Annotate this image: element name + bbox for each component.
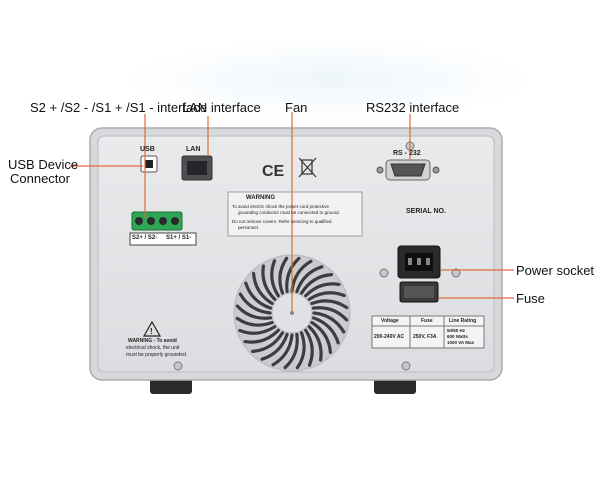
power-socket-callout: Power socket [516,263,595,278]
fan-slot [238,325,277,335]
rating-header-voltage: Voltage [381,318,399,324]
rs232-interface-callout: RS232 interface [366,100,460,115]
rating-header-line: Line Rating [449,318,477,324]
fan-slot [299,273,333,295]
fan-slot [244,281,273,310]
fan-slot [251,331,285,353]
fan-slot [261,264,277,301]
rs232-label: RS - 232 [393,150,421,157]
panel-face [97,135,495,373]
fan-callout: Fan [285,100,308,115]
rating-line-value: 50/60 Hz [447,328,466,333]
fan-slot [235,304,273,320]
terminal-label-left: S2+ / S2- [132,235,158,241]
ce-mark-text: CE [262,163,285,180]
rating-header-fuse: Fuse [421,318,433,324]
warning-box [227,191,363,237]
fan-slot [285,256,301,294]
fan-slot [304,328,314,367]
usb-device-callout-line1: USB Device [8,157,79,172]
usb-label: USB [140,146,155,153]
svg-text:!: ! [150,327,153,336]
fan-slot [283,332,299,370]
fan-slot [307,325,323,362]
warning-line1: To avoid electric shock the power cord p… [232,204,330,209]
fan-slot [260,332,289,361]
rating-voltage-value: 200-240V AC [374,334,405,340]
leader-lines [70,112,514,313]
terminal-label-box [129,232,197,246]
background-glow [120,40,540,120]
rating-fuse-value: 250V, F3A [413,334,437,340]
fan-slot [310,320,332,354]
fan-slot [310,299,349,310]
fan-slot [295,265,324,294]
fan-slots [235,256,349,370]
fan-slot [307,291,346,301]
usb-device-callout-line2: Connector [10,171,70,186]
fan-slot [252,272,274,306]
warning-line2: grounding conductor must be connected to… [238,210,340,215]
warning-line4: personnel. [238,225,260,230]
fan-slot [311,306,349,322]
warning-title: WARNING [246,195,275,201]
s-interface-callout: S2 + /S2 - /S1 + /S1 - interface [30,100,208,115]
fan-slot [270,259,280,298]
ground-warning-triangle [142,320,162,337]
weee-bin-icon [298,157,317,178]
fan-slot [235,316,274,327]
fan-slot [271,333,294,367]
rating-line-watts: 600 Watts [447,334,468,339]
fan-slot [311,316,340,345]
ground-warning-line3: must be properly grounded. [126,352,188,358]
lan-interface-callout: LAN interface [182,100,261,115]
fan-slot [295,331,306,370]
fan-slot [238,292,272,315]
warning-line3: Do not remove covers. Refer servicing to… [232,219,332,224]
ground-warning-line2: electrical shock, the unit [126,345,180,351]
rating-line-va: 1000 VA Max [447,340,475,345]
serial-no-label: SERIAL NO. [406,208,446,215]
ground-warning-line1: WARNING - To avoid [128,338,177,344]
fan-slot [243,328,280,344]
rating-table [371,315,485,349]
lan-label: LAN [186,146,201,153]
fan-slot [304,282,341,298]
fan-slot [278,256,289,295]
fuse-callout: Fuse [516,291,545,306]
fan-slot [312,311,346,334]
terminal-label-right: S1+ / S1- [166,235,192,241]
